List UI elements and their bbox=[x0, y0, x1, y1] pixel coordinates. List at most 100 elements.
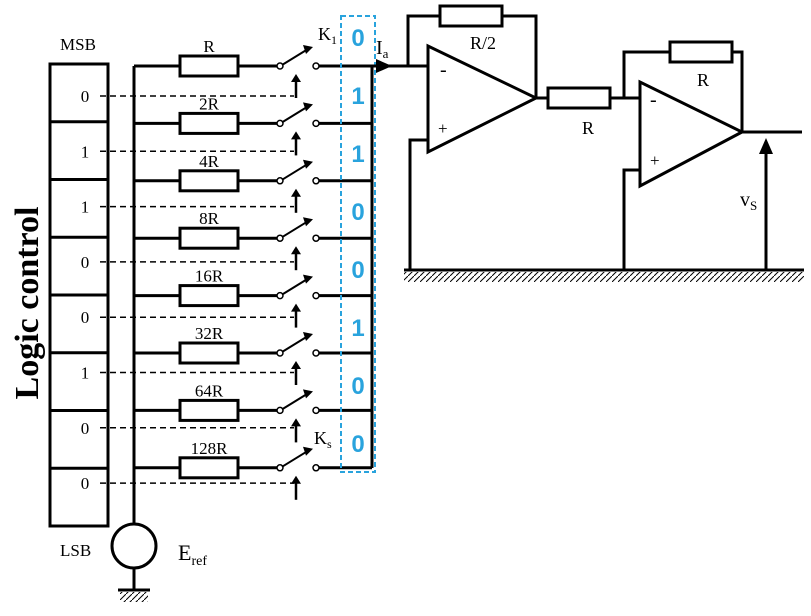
register-bit: 1 bbox=[81, 142, 90, 161]
register-bit: 1 bbox=[81, 364, 90, 383]
series-resistor bbox=[546, 86, 612, 110]
switch-blade bbox=[281, 162, 309, 181]
switch-contact bbox=[312, 291, 320, 300]
switch-contact bbox=[312, 406, 320, 415]
actuator-arrow-icon bbox=[291, 188, 301, 197]
switch-blade bbox=[281, 449, 309, 468]
highlight-digit: 1 bbox=[351, 141, 364, 168]
switch-blade bbox=[281, 220, 309, 239]
opamp-2-ground-wire bbox=[622, 168, 640, 270]
highlight-digit: 0 bbox=[351, 431, 364, 458]
actuator-arrow-icon bbox=[291, 418, 301, 427]
current-arrow-icon bbox=[376, 59, 392, 73]
switch-arrow-icon bbox=[303, 159, 313, 169]
ladder-resistor-label: 8R bbox=[199, 209, 220, 228]
switch-arrow-icon bbox=[303, 389, 313, 399]
actuator-arrow-icon bbox=[291, 246, 301, 255]
register-bit: 0 bbox=[81, 474, 90, 493]
switch-blade bbox=[281, 105, 309, 124]
register-bit: 0 bbox=[81, 308, 90, 327]
opamp-1 bbox=[426, 43, 540, 155]
actuator-arrow-icon bbox=[291, 74, 301, 82]
switch-contact bbox=[312, 349, 320, 357]
opamp-2-minus: - bbox=[650, 89, 657, 111]
switch-blade bbox=[281, 392, 309, 411]
switch-arrow-icon bbox=[303, 332, 313, 341]
ladder-resistor-label: 16R bbox=[195, 267, 224, 286]
register-bit: 1 bbox=[81, 198, 90, 217]
ladder-resistor-label: 32R bbox=[195, 324, 224, 343]
ladder-row: 8R bbox=[134, 209, 372, 271]
ground-rail-hatch bbox=[404, 272, 804, 282]
ladder-resistor bbox=[178, 398, 240, 422]
actuator-arrow-icon bbox=[291, 303, 301, 312]
ladder-resistor bbox=[178, 341, 240, 365]
opamp-1-plus: + bbox=[438, 119, 448, 138]
switch-blade bbox=[281, 277, 309, 296]
ladder-resistor bbox=[178, 226, 240, 250]
highlight-digit: 0 bbox=[351, 25, 364, 52]
switch-arrow-icon bbox=[303, 446, 313, 456]
ladder-resistor-label: 4R bbox=[199, 152, 220, 171]
switch-label-ks: Ks bbox=[314, 428, 332, 451]
feedback-2-resistor bbox=[668, 40, 734, 64]
switch-contact bbox=[312, 234, 320, 242]
ladder-resistor bbox=[178, 54, 240, 78]
switch-arrow-icon bbox=[303, 45, 313, 54]
reference-source bbox=[110, 522, 158, 570]
ladder-row: 16R bbox=[134, 267, 372, 328]
highlight-digit: 0 bbox=[351, 373, 364, 400]
ladder-resistor bbox=[178, 456, 240, 480]
vs-label: vS bbox=[740, 189, 757, 213]
switch-contact bbox=[312, 464, 320, 472]
ladder-row: R bbox=[134, 37, 372, 98]
feedback-2-label: R bbox=[697, 70, 709, 90]
switch-blade bbox=[281, 335, 309, 353]
highlight-digit: 0 bbox=[351, 257, 364, 284]
lsb-label: LSB bbox=[60, 541, 91, 560]
opamp-1-ground-wire bbox=[408, 138, 428, 270]
switch-contact bbox=[276, 177, 284, 185]
ladder-resistor-label: 2R bbox=[199, 94, 220, 113]
ladder-resistor bbox=[178, 284, 240, 308]
opamp-1-minus: - bbox=[440, 59, 447, 81]
highlight-digit: 1 bbox=[351, 83, 364, 110]
msb-label: MSB bbox=[60, 35, 96, 54]
switch-contact bbox=[276, 406, 284, 415]
switch-contact bbox=[276, 349, 284, 357]
ladder-row: 2R bbox=[134, 94, 372, 156]
ladder-resistor bbox=[178, 169, 240, 193]
opamp-2 bbox=[638, 79, 746, 189]
switch-arrow-icon bbox=[303, 102, 313, 112]
switch-blade bbox=[281, 48, 309, 66]
feedback-1-label: R/2 bbox=[470, 33, 496, 53]
ladder-row: 32R bbox=[134, 324, 372, 385]
highlight-digit: 0 bbox=[351, 199, 364, 226]
vs-arrow-icon bbox=[759, 138, 773, 154]
register-bit: 0 bbox=[81, 419, 90, 438]
current-label: Ia bbox=[376, 37, 389, 61]
switch-contact bbox=[276, 464, 284, 472]
switch-contact bbox=[312, 177, 320, 185]
switch-contact bbox=[276, 119, 284, 128]
ladder-resistor-label: 64R bbox=[195, 381, 224, 400]
ladder-row: 4R bbox=[134, 152, 372, 213]
switch-arrow-icon bbox=[303, 274, 313, 284]
ladder-row: 64R bbox=[134, 381, 372, 443]
highlight-box bbox=[340, 15, 376, 473]
ladder-resistor bbox=[178, 111, 240, 135]
switch-contact bbox=[276, 62, 284, 70]
feedback-1-resistor bbox=[438, 4, 504, 28]
opamp-2-plus: + bbox=[650, 151, 660, 170]
ladder-resistor-label: 128R bbox=[191, 439, 229, 458]
switch-contact bbox=[276, 234, 284, 242]
switch-label-k1: K1 bbox=[318, 24, 337, 47]
actuator-arrow-icon bbox=[291, 361, 301, 369]
logic-control-title: Logic control bbox=[9, 207, 46, 400]
register-bit: 0 bbox=[81, 253, 90, 272]
switch-contact bbox=[312, 119, 320, 128]
ladder-resistor-label: R bbox=[203, 37, 215, 56]
